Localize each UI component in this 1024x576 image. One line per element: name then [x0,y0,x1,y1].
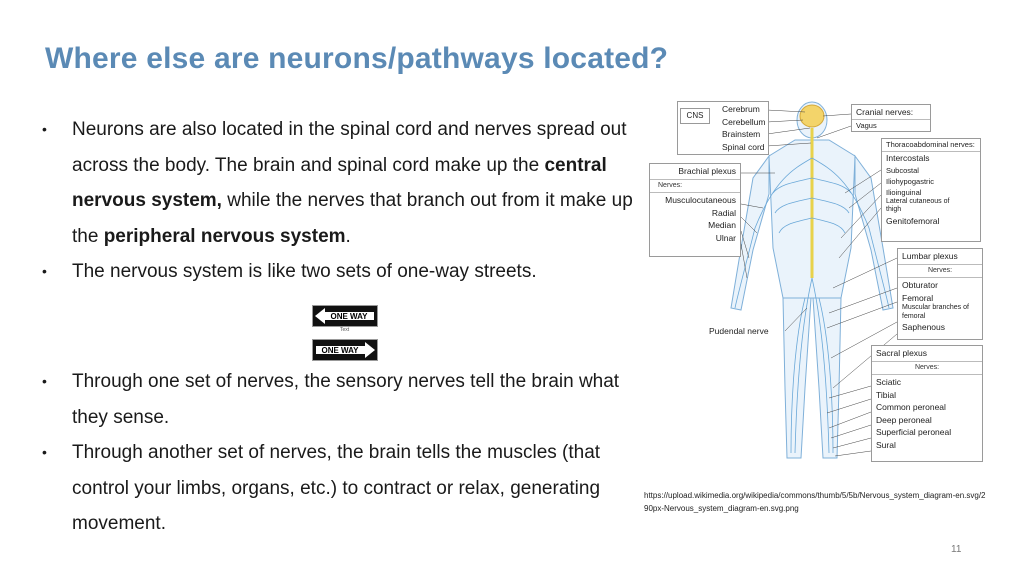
lumbar-plexus-box: Lumbar plexus Nerves: Obturator Femoral … [897,248,983,340]
cranial-nerves-box: Cranial nerves: Vagus [851,104,931,132]
lumbar-item: Femoral [902,292,934,303]
sacral-item: Sural [876,439,896,450]
thoraco-title: Thoracoabdominal nerves: [886,140,975,149]
bullet-text: . [345,225,351,247]
sacral-item: Common peroneal [876,402,946,412]
bullet-symbol: • [42,121,47,137]
cns-label-box: CNS Cerebrum Cerebellum Brainstem Spinal… [677,101,769,155]
thoraco-item: Subcostal [886,165,919,175]
brachial-item: Ulnar [715,232,736,243]
lumbar-title: Lumbar plexus [902,251,958,261]
sign-label: ONE WAY [321,346,359,355]
brachial-item: Radial [711,207,736,218]
sacral-title: Sacral plexus [876,348,928,358]
bullet-symbol: • [42,263,47,279]
sign-caption: Text [340,327,350,333]
bullet-text: Through another set of nerves, the brain… [72,442,601,534]
thoracoabdominal-box: Thoracoabdominal nerves: Intercostals Su… [881,138,981,242]
nervous-system-diagram: CNS Cerebrum Cerebellum Brainstem Spinal… [645,98,985,468]
thoraco-item: Iliohypogastric [886,176,934,186]
bullet-text: Neurons are also located in the spinal c… [72,119,627,176]
sacral-sub: Nerves: [872,360,982,375]
bullet-text: Through one set of nerves, the sensory n… [72,371,620,428]
lumbar-item: Saphenous [902,322,946,332]
brachial-title: Brachial plexus [678,166,736,176]
cns-item: Brainstem [722,129,761,139]
sacral-item: Superficial peroneal [876,427,952,437]
left-arrow-icon: ONE WAY [315,308,374,324]
thoraco-item: Genitofemoral [886,215,940,226]
body-figure-illustration [730,101,898,459]
bullet-item: • Through one set of nerves, the sensory… [40,364,640,435]
one-way-sign-right: ONE WAY [312,339,378,361]
cranial-title: Cranial nerves: [856,107,914,117]
thoraco-item: Intercostals [886,153,930,163]
brachial-plexus-box: Brachial plexus Nerves: Musculocutaneous… [649,163,741,257]
thoraco-item: Lateral cutaneous of thigh [886,197,950,214]
thoraco-item: Ilioinguinal [886,187,922,197]
bold-term-pns: peripheral nervous system [103,225,346,247]
image-credit-url[interactable]: https://upload.wikimedia.org/wikipedia/c… [644,491,986,513]
brachial-item: Median [708,220,736,230]
bullet-list-bottom: • Through one set of nerves, the sensory… [40,364,640,542]
lumbar-sub: Nerves: [898,263,982,278]
bold-term-cns: central nervous system, [72,154,607,212]
bullet-item: • Through another set of nerves, the bra… [40,435,640,542]
brachial-item: Musculocutaneous [665,195,736,205]
cranial-item: Vagus [852,118,930,133]
slide-title: Where else are neurons/pathways located? [45,42,669,75]
cns-item: Cerebrum [722,104,760,114]
sign-label: ONE WAY [330,312,368,321]
bullet-item: • Neurons are also located in the spinal… [40,112,640,254]
page-number: 11 [951,544,962,555]
one-way-sign-left: ONE WAY [312,305,378,327]
bullet-symbol: • [42,373,47,389]
bullet-item: • The nervous system is like two sets of… [40,254,640,290]
pudendal-nerve-label: Pudendal nerve [709,326,769,336]
sacral-item: Deep peroneal [876,414,932,425]
lumbar-item: Muscular branches of femoral [902,304,969,320]
lumbar-item: Obturator [902,280,938,290]
sacral-item: Sciatic [876,377,902,387]
cns-item: Spinal cord [722,141,765,152]
sacral-plexus-box: Sacral plexus Nerves: Sciatic Tibial Com… [871,345,983,462]
right-arrow-icon: ONE WAY [316,342,375,358]
cns-item: Cerebellum [722,116,766,127]
cns-tag: CNS [680,108,710,124]
bullet-symbol: • [42,444,47,460]
bullet-list-top: • Neurons are also located in the spinal… [40,112,640,290]
brachial-sub: Nerves: [650,178,740,193]
sacral-item: Tibial [876,389,896,400]
bullet-text: The nervous system is like two sets of o… [72,261,537,282]
bullet-text: while the nerves that branch out from it… [72,190,633,247]
